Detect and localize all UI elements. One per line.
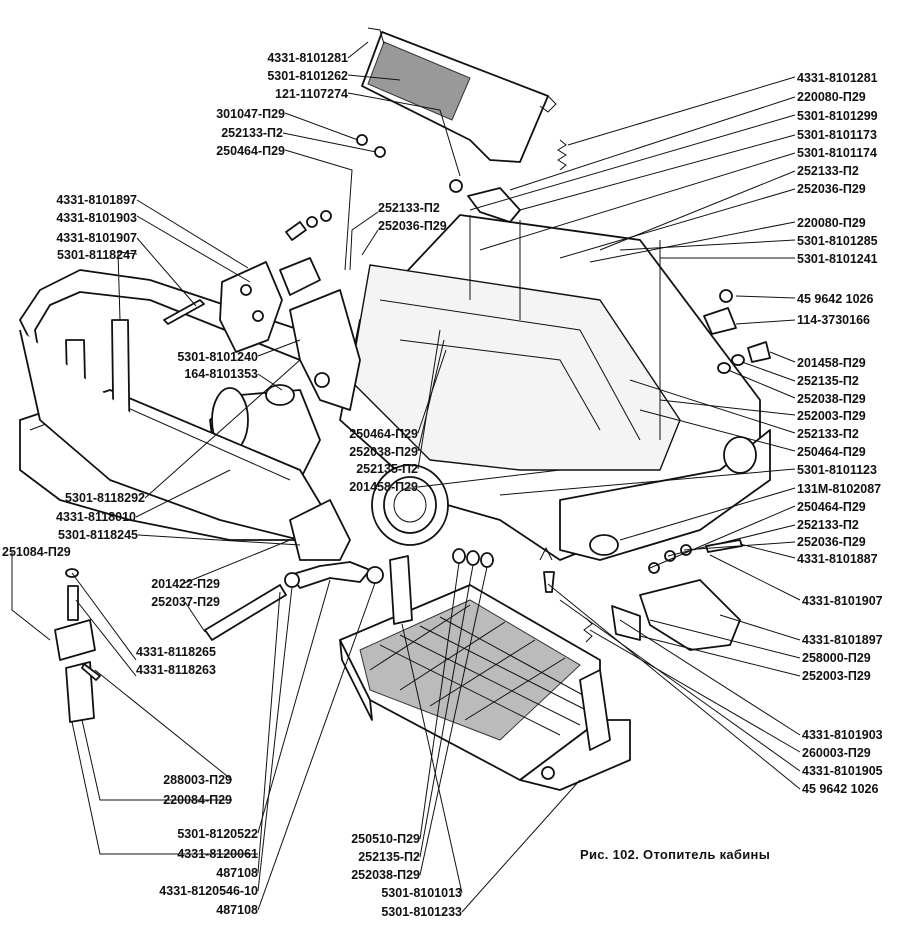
label-l03: 121-1107274 (275, 87, 348, 101)
label-l14: 164-8101353 (184, 367, 258, 381)
label-l19: 5301-8118292 (65, 491, 145, 505)
label-l33: 487108 (216, 903, 258, 917)
label-l13: 5301-8101240 (177, 350, 258, 364)
radiator-spring (583, 617, 593, 643)
label-r16: 252003-П29 (797, 409, 866, 423)
label-r06: 252133-П2 (797, 164, 859, 178)
label-r30: 260003-П29 (802, 746, 871, 760)
label-l35: 252135-П2 (358, 850, 420, 864)
label-r29: 4331-8101903 (802, 728, 883, 742)
left-upper-fasteners (285, 134, 521, 241)
blower-outlet (371, 464, 449, 546)
label-l10: 5301-8118247 (57, 248, 137, 262)
flap-cover (361, 27, 557, 163)
parts-drawing (19, 27, 771, 791)
label-l24: 252037-П29 (151, 595, 220, 609)
label-l02: 5301-8101262 (267, 69, 348, 83)
label-r04: 5301-8101173 (797, 128, 877, 142)
figure-caption: Рис. 102. Отопитель кабины (580, 847, 770, 862)
label-l08: 4331-8101903 (56, 211, 137, 225)
label-l37: 5301-8101013 (381, 886, 462, 900)
left-bracket (163, 261, 283, 353)
label-l29: 5301-8120522 (177, 827, 258, 841)
label-r12: 114-3730166 (797, 313, 870, 327)
label-r14: 252135-П2 (797, 374, 859, 388)
label-l04: 301047-П29 (216, 107, 285, 121)
label-r22: 252133-П2 (797, 518, 859, 532)
label-l01: 4331-8101281 (267, 51, 348, 65)
leader-lines (11, 41, 801, 913)
lower-mount-plate (289, 499, 351, 561)
label-r25: 4331-8101907 (802, 594, 883, 608)
label-r27: 258000-П29 (802, 651, 871, 665)
label-r01: 4331-8101281 (797, 71, 878, 85)
label-r10: 5301-8101241 (797, 252, 878, 266)
part-labels: 4331-8101281 5301-8101262 121-1107274 30… (2, 51, 883, 919)
radiator (339, 555, 631, 791)
label-l15: 250464-П29 (349, 427, 418, 441)
label-l31: 487108 (216, 866, 258, 880)
heater-housing (339, 214, 771, 561)
label-l21: 5301-8118245 (58, 528, 138, 542)
direction-marker (539, 546, 553, 561)
label-l32: 4331-8120546-10 (159, 884, 258, 898)
label-r23: 252036-П29 (797, 535, 866, 549)
label-l34: 250510-П29 (351, 832, 420, 846)
label-r21: 250464-П29 (797, 500, 866, 514)
label-r13: 201458-П29 (797, 356, 866, 370)
label-l26: 4331-8118263 (136, 663, 216, 677)
label-l18: 201458-П29 (349, 480, 418, 494)
label-l20: 4331-8118010 (56, 510, 136, 524)
hoses (204, 561, 384, 641)
left-frame (19, 269, 331, 541)
label-l16: 252038-П29 (349, 445, 418, 459)
label-r24: 4331-8101887 (797, 552, 878, 566)
right-upper-fasteners (703, 289, 771, 374)
label-r02: 220080-П29 (797, 90, 866, 104)
label-r19: 5301-8101123 (797, 463, 877, 477)
radiator-bolt (543, 571, 555, 593)
label-r09: 5301-8101285 (797, 234, 878, 248)
label-r17: 252133-П2 (797, 427, 859, 441)
label-r05: 5301-8101174 (797, 146, 877, 160)
label-l17: 252135-П2 (356, 462, 418, 476)
label-l09: 4331-8101907 (56, 231, 137, 245)
label-l30: 4331-8120061 (177, 847, 258, 861)
label-l06: 250464-П29 (216, 144, 285, 158)
label-r18: 250464-П29 (797, 445, 866, 459)
label-r11: 45 9642 1026 (797, 292, 874, 306)
label-l28: 220084-П29 (163, 793, 232, 807)
label-r26: 4331-8101897 (802, 633, 883, 647)
label-r32: 45 9642 1026 (802, 782, 879, 796)
label-r15: 252038-П29 (797, 392, 866, 406)
label-l05: 252133-П2 (221, 126, 283, 140)
label-l36: 252038-П29 (351, 868, 420, 882)
label-l23: 201422-П29 (151, 577, 220, 591)
label-l11: 252133-П2 (378, 201, 440, 215)
label-r07: 252036-П29 (797, 182, 866, 196)
label-l22: 251084-П29 (2, 545, 71, 559)
label-r03: 5301-8101299 (797, 109, 878, 123)
spring-top-right (557, 139, 567, 171)
drain-assembly (54, 568, 101, 723)
label-r08: 220080-П29 (797, 216, 866, 230)
label-r28: 252003-П29 (802, 669, 871, 683)
label-l07: 4331-8101897 (56, 193, 137, 207)
label-l27: 288003-П29 (163, 773, 232, 787)
label-l38: 5301-8101233 (381, 905, 462, 919)
label-l12: 252036-П29 (378, 219, 447, 233)
label-l25: 4331-8118265 (136, 645, 216, 659)
label-r20: 131М-8102087 (797, 482, 881, 496)
label-r31: 4331-8101905 (802, 764, 883, 778)
